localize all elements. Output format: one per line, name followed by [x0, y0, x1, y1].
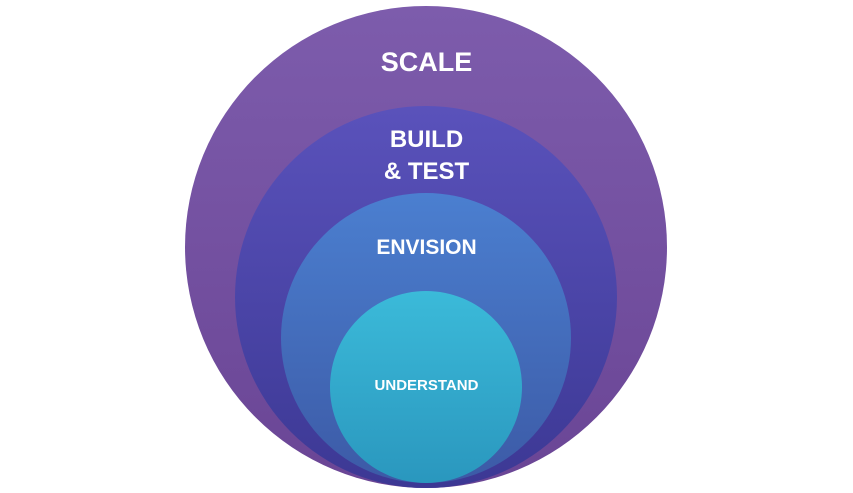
- scale-label: SCALE: [380, 47, 473, 77]
- understand-label: UNDERSTAND: [374, 377, 479, 394]
- envision-label: ENVISION: [376, 236, 477, 259]
- build-test-label: BUILD & TEST: [383, 126, 470, 185]
- understand-circle: [330, 291, 522, 483]
